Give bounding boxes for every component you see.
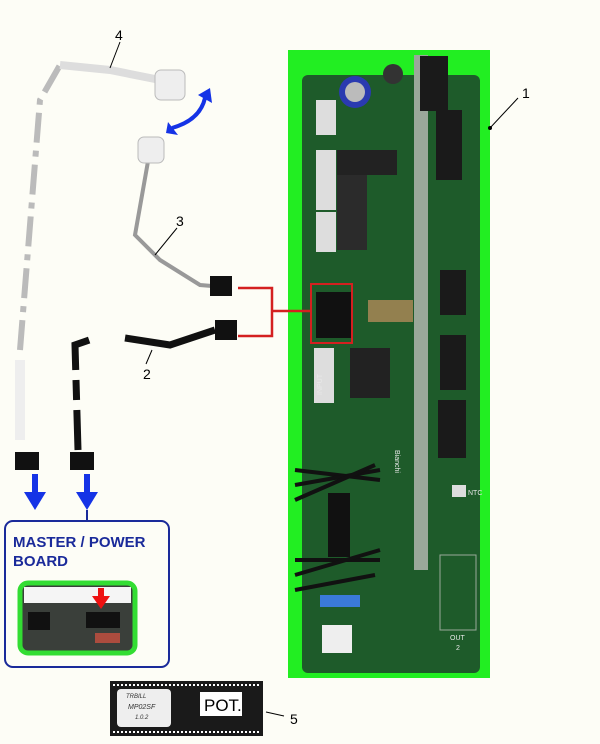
cable-2-plug <box>215 320 237 340</box>
red-bracket <box>238 286 311 338</box>
callout-2-leader <box>145 349 153 365</box>
sticker-text: MP02SF <box>128 704 156 711</box>
ic-chip <box>337 150 397 175</box>
daughter-board-strip <box>414 55 428 570</box>
cable-4-plug <box>15 452 39 470</box>
callout-1: 1 <box>522 85 530 101</box>
pot-label: POT. <box>204 696 242 715</box>
pot-label-box <box>200 692 242 716</box>
callout-5-leader <box>265 711 285 717</box>
ic-chip <box>438 400 466 458</box>
heatsink <box>294 463 381 592</box>
ic-chip <box>350 348 390 398</box>
silk-out-num: 2 <box>456 645 460 652</box>
master-power-board-panel: MASTER / POWER BOARD <box>4 520 170 668</box>
red-down-arrow-icon <box>92 588 110 609</box>
silk-out: OUT <box>450 635 466 642</box>
cable-4 <box>15 61 186 470</box>
rotate-arrow-icon <box>171 97 207 130</box>
cable-3 <box>132 136 232 296</box>
blue-relay <box>320 595 360 607</box>
connector-cn10 <box>316 100 336 135</box>
top-connector <box>420 56 448 111</box>
resistor-array <box>368 300 413 322</box>
chip-sticker <box>117 689 171 727</box>
silk-input: INPUT <box>317 373 324 395</box>
connector <box>316 150 336 210</box>
silk-brand: Bianchi <box>393 450 400 473</box>
down-arrow-icon <box>76 474 98 510</box>
connector <box>316 212 336 252</box>
connector-input <box>314 348 334 403</box>
power-connector <box>322 625 352 653</box>
sticker-text: TRBILL <box>126 694 146 700</box>
callout-3-leader <box>154 227 178 256</box>
sticker-text: 1.0.2 <box>135 715 149 721</box>
ic-chip <box>436 110 462 180</box>
ic-chip <box>440 335 466 390</box>
down-arrow-icon <box>24 474 46 510</box>
callout-1-leader <box>489 97 519 129</box>
callout-2: 2 <box>143 366 151 382</box>
silk-ntc: NTC <box>468 490 482 497</box>
master-board-title: MASTER / POWER <box>13 534 146 551</box>
connector-highlight <box>310 283 353 344</box>
ribbon-connector <box>316 292 352 338</box>
out2-area <box>439 554 477 631</box>
ic-chip <box>440 270 466 315</box>
ntc-sensor <box>452 485 466 497</box>
eprom-chip: TRBILL MP02SF 1.0.2 POT. <box>110 681 263 736</box>
capacitor <box>383 64 403 84</box>
callout-4: 4 <box>115 27 123 43</box>
callout-4-leader <box>109 41 121 69</box>
ic-chip <box>337 175 367 250</box>
cable-2 <box>70 320 237 470</box>
main-control-board: INPUT Bianchi NTC OUT 2 <box>288 50 490 678</box>
callout-3: 3 <box>176 213 184 229</box>
master-board-connector <box>86 612 120 628</box>
master-board-title-2: BOARD <box>13 553 68 570</box>
cable-3-plug <box>210 276 232 296</box>
callout-5: 5 <box>290 711 298 727</box>
